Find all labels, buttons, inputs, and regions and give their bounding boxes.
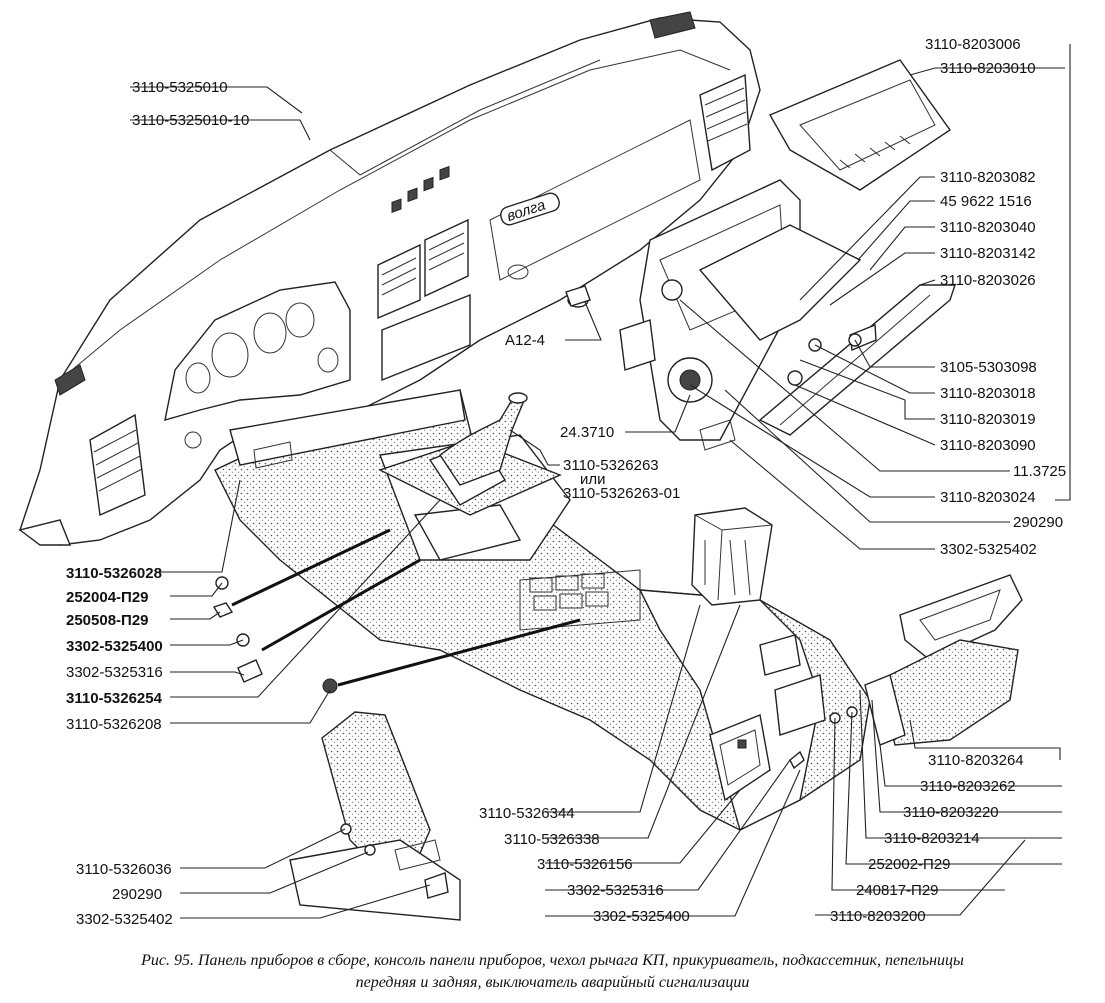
label-11-3725: 11.3725: [1013, 463, 1066, 480]
label-3110-8203262: 3110-8203262: [920, 778, 1016, 795]
label-3110-5325010: 3110-5325010: [132, 79, 228, 96]
label-or: или: [580, 471, 606, 488]
volga-badge: волга: [500, 192, 560, 226]
label-3302-5325402-right: 3302-5325402: [940, 541, 1037, 558]
figure-caption: Рис. 95. Панель приборов в сборе, консол…: [10, 950, 1095, 994]
label-3110-8203024: 3110-8203024: [940, 489, 1036, 506]
armrest: [289, 711, 461, 921]
label-250508-p29: 250508-П29: [66, 612, 149, 629]
label-252002-p29: 252002-П29: [868, 856, 951, 873]
front-ashtray-housing: [769, 59, 951, 191]
label-3110-8203220: 3110-8203220: [903, 804, 999, 821]
cassette-holder: [619, 179, 862, 451]
label-3302-5325316-left: 3302-5325316: [66, 664, 163, 681]
center-console: [214, 389, 871, 832]
label-3110-8203006: 3110-8203006: [925, 36, 1021, 53]
label-290290-right: 290290: [1013, 514, 1063, 531]
label-3110-8203090: 3110-8203090: [940, 437, 1036, 454]
label-3110-8203026: 3110-8203026: [940, 272, 1036, 289]
gear-lever-boot: [378, 392, 562, 516]
instrument-panel: волга: [18, 11, 761, 546]
leader-lines: [130, 44, 1071, 919]
label-240817-p29: 240817-П29: [856, 882, 939, 899]
label-252004-p29: 252004-П29: [66, 589, 149, 606]
label-3110-8203040: 3110-8203040: [940, 219, 1036, 236]
caption-line-1: Рис. 95. Панель приборов в сборе, консол…: [141, 952, 964, 969]
label-3110-8203142: 3110-8203142: [940, 245, 1036, 262]
lamp-a12: [565, 285, 591, 307]
label-24-3710: 24.3710: [560, 424, 614, 441]
label-3302-5325400-right: 3302-5325400: [593, 908, 690, 925]
label-3302-5325316-right: 3302-5325316: [567, 882, 664, 899]
label-3105-5303098: 3105-5303098: [940, 359, 1037, 376]
label-3110-8203018: 3110-8203018: [940, 385, 1036, 402]
rear-ashtray-cup: [691, 507, 773, 606]
label-3110-8203010: 3110-8203010: [940, 60, 1036, 77]
label-3110-5326254: 3110-5326254: [66, 690, 163, 707]
label-3110-5326208: 3110-5326208: [66, 716, 162, 733]
label-3110-8203019: 3110-8203019: [940, 411, 1036, 428]
front-ashtray-tray: [758, 284, 956, 436]
label-45-9622-1516: 45 9622 1516: [940, 193, 1032, 210]
part-labels: 3110-5325010 3110-5325010-10 А12-4 3110-…: [66, 36, 1066, 928]
label-3110-8203200: 3110-8203200: [830, 908, 926, 925]
label-3110-5326338: 3110-5326338: [504, 831, 600, 848]
rear-ashtray: [864, 574, 1023, 746]
label-3110-5326344: 3110-5326344: [479, 805, 575, 822]
label-3110-5326263: 3110-5326263: [563, 457, 659, 474]
label-3110-8203214: 3110-8203214: [884, 830, 980, 847]
label-3110-5325010-10: 3110-5325010-10: [132, 112, 249, 129]
label-3302-5325402-left: 3302-5325402: [76, 911, 173, 928]
label-3110-5326156: 3110-5326156: [537, 856, 633, 873]
label-3110-5326036: 3110-5326036: [76, 861, 172, 878]
label-a12-4: А12-4: [505, 332, 545, 349]
label-3110-8203264: 3110-8203264: [928, 752, 1024, 769]
hazard-switch-bracket: [709, 714, 771, 802]
label-290290-left: 290290: [112, 886, 162, 903]
label-3302-5325400-left: 3302-5325400: [66, 638, 163, 655]
label-3110-8203082: 3110-8203082: [940, 169, 1036, 186]
caption-line-2: передняя и задняя, выключатель аварийный…: [355, 974, 750, 991]
label-3110-5326263-01: 3110-5326263-01: [563, 485, 680, 502]
label-3110-5326028: 3110-5326028: [66, 565, 162, 582]
